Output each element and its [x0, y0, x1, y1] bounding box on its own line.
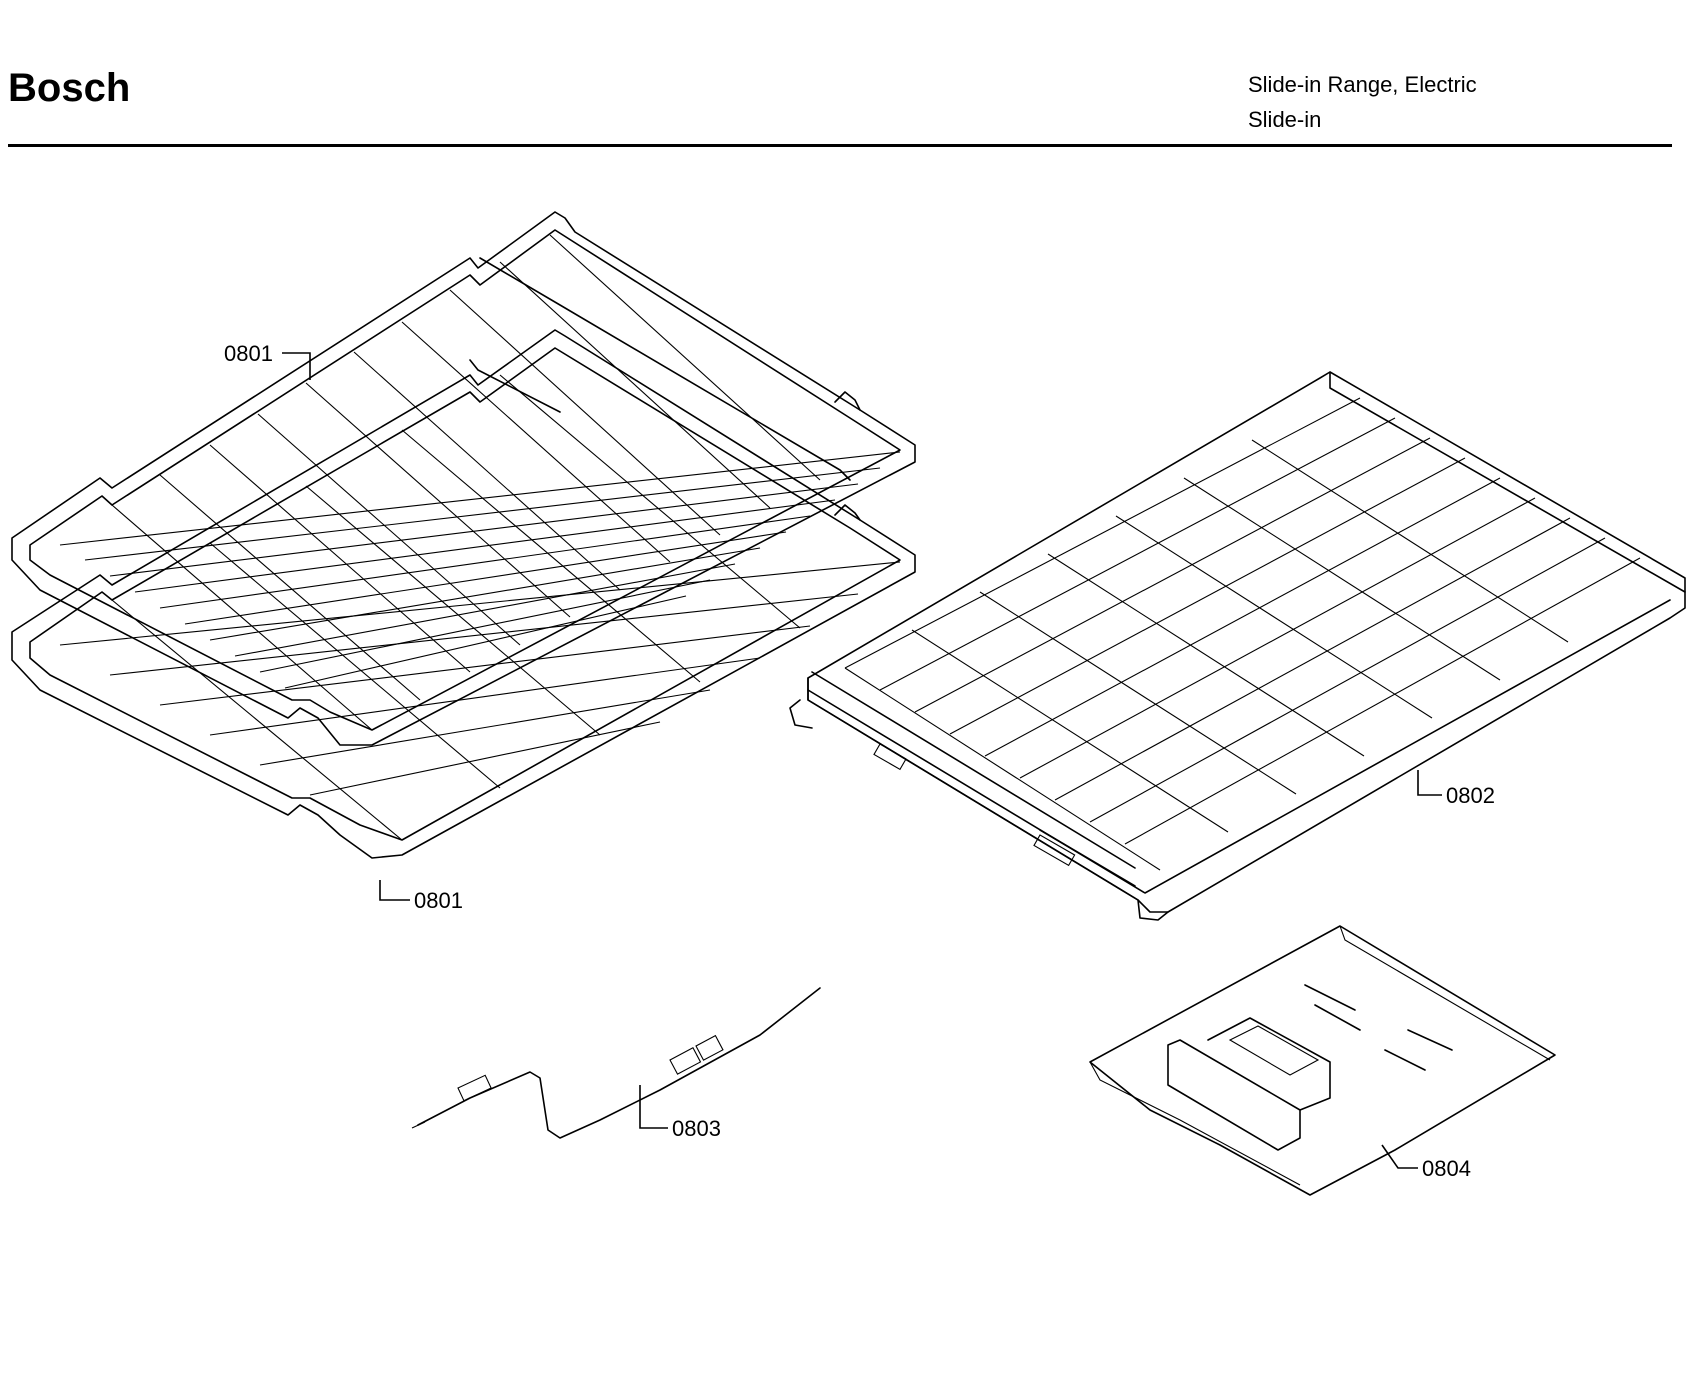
callout-telescopic-rack: 0802 — [1446, 783, 1495, 808]
wire-rack-lower — [11, 329, 916, 859]
model-subtype: Slide-in — [1248, 107, 1322, 132]
hardware-bag — [1089, 925, 1556, 1196]
callout-rack-lower: 0801 — [414, 888, 463, 913]
meat-probe — [411, 987, 821, 1139]
telescopic-rack — [789, 371, 1686, 921]
wire-rack-upper — [11, 211, 916, 746]
header-divider — [8, 144, 1672, 147]
callout-rack-upper: 0801 — [224, 341, 273, 366]
callout-hardware-bag: 0804 — [1422, 1156, 1471, 1181]
model-description: Slide-in Range, Electric — [1248, 72, 1477, 97]
callout-meat-probe: 0803 — [672, 1116, 721, 1141]
brand-title: Bosch — [8, 66, 131, 110]
